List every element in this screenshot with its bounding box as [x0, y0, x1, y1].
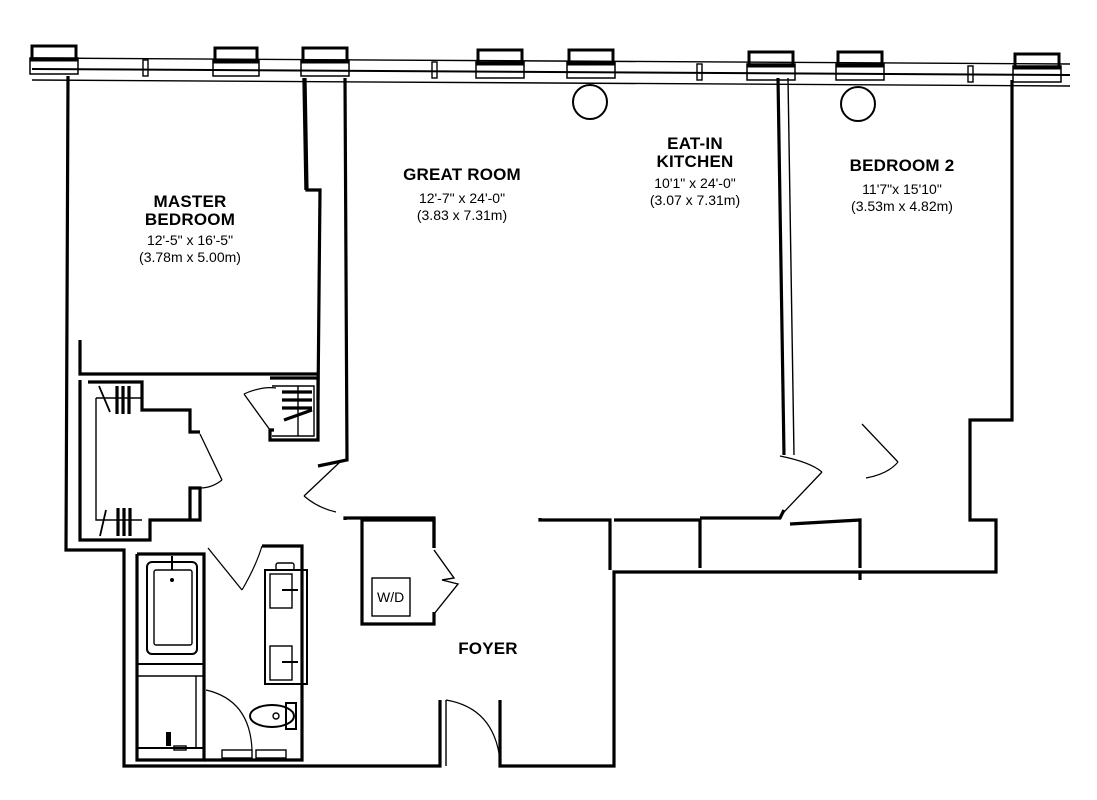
room-name: BEDROOM [144, 210, 236, 229]
room-dimension-imperial: 12'-5" x 16'-5" [146, 232, 234, 248]
walls [64, 75, 1014, 768]
master-closet [78, 380, 202, 542]
column-bedroom2 [840, 86, 876, 122]
room-name: BEDROOM 2 [849, 156, 955, 175]
room-dimension-imperial: 10'1" x 24'-0" [654, 175, 736, 191]
room-dimension-metric: (3.53m x 4.82m) [851, 198, 953, 214]
room-dimension-metric: (3.78m x 5.00m) [139, 249, 241, 265]
room-label-foyer: FOYER [446, 640, 530, 658]
room-dimension-imperial: 11'7"x 15'10" [862, 181, 942, 197]
master-linen-closet [243, 376, 320, 442]
washer-dryer-label: W/D [377, 589, 405, 605]
column-kitchen [572, 84, 608, 120]
room-label-master-bedroom: MASTER BEDROOM 12'-5" x 16'-5" (3.78m x … [110, 193, 270, 266]
room-name: GREAT ROOM [403, 165, 521, 184]
room-dimension-metric: (3.07 x 7.31m) [649, 192, 741, 208]
room-dimension-imperial: 12'-7" x 24'-0" [418, 190, 506, 206]
room-name: FOYER [458, 639, 518, 658]
room-label-bedroom-2: BEDROOM 2 11'7"x 15'10" (3.53m x 4.82m) [822, 157, 982, 215]
room-name: KITCHEN [656, 152, 734, 171]
laundry-closet [360, 518, 460, 626]
doors [199, 423, 899, 766]
room-dimension-metric: (3.83 x 7.31m) [416, 207, 508, 223]
master-bathroom [135, 544, 308, 762]
room-name: EAT-IN [667, 134, 723, 153]
window-wall [29, 44, 1071, 87]
room-label-eat-in-kitchen: EAT-IN KITCHEN 10'1" x 24'-0" (3.07 x 7.… [620, 135, 770, 209]
room-label-great-room: GREAT ROOM 12'-7" x 24'-0" (3.83 x 7.31m… [382, 166, 542, 224]
room-name: MASTER [153, 192, 227, 211]
